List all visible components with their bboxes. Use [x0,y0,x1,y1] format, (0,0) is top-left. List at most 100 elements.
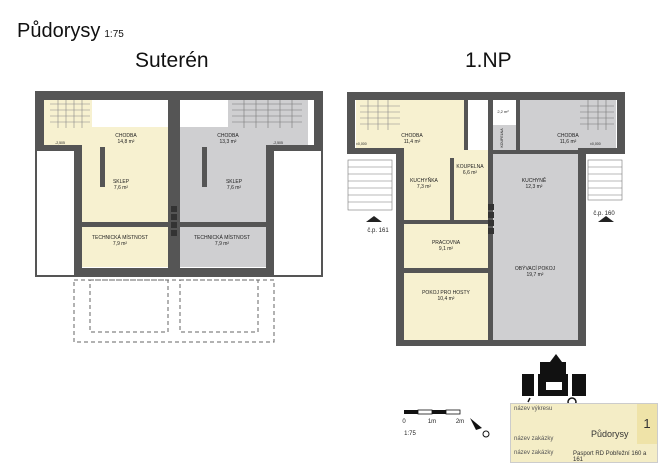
room-name-tech-right: TECHNICKÁ MÍSTNOST [194,234,250,241]
room-area-kuchynka: 7,3 m² [417,184,432,190]
room-area-koupelna: 6,6 m² [463,170,478,176]
basement-right-wall [314,92,322,146]
room-area-pokoj-hoste: 10,4 m² [438,296,455,302]
basement-wall-skep-left [100,147,105,187]
np-left-wall [347,92,355,150]
basement-stairs-right [232,100,302,128]
room-area-chodba-right: 13,3 m² [220,139,237,145]
section-title-basement: Suterén [135,49,209,72]
room-area-obyvaci: 19,7 m² [527,272,544,278]
room-name-chodba-right: CHODBA [217,133,239,139]
np-stairs-left [360,100,400,130]
level-mark-np-left: ±0,000 [356,142,367,146]
room-name-koupelna: KOUPELNA [456,164,484,170]
sheet-number: 1 [637,404,657,444]
np-wall-pracovna [404,268,488,273]
np-right-wall [617,92,625,150]
np-top-wall [347,92,625,100]
room-area-skep-left: 7,6 m² [114,185,129,191]
title-block-project-name: Pasport RD Pobřežní 160 a 161 [573,451,647,463]
entrance-arrow-left [366,216,382,222]
section-title-first-floor: 1.NP [465,49,512,72]
np-wall-nw [347,148,404,154]
room-name-pracovna: PRACOVNA [432,240,461,246]
np-wall-east [578,148,586,344]
np-wall-chodba-left [464,100,468,150]
title-block-label-project: název zakázky [514,436,554,442]
scale-bar: 0 1m 2m 1:75 [402,409,464,437]
basement-wall-right-split [180,222,266,227]
title-block: 1 název výkresu Půdorysy název zakázky n… [510,403,658,463]
np-wall-kuchyne [493,150,579,154]
room-area-chodba-left: 14,8 m² [118,139,135,145]
np-wall-koupelna [450,158,454,220]
basement-left-stair-fill [44,100,92,130]
room-name-np-chodba-left-area: 11,4 m² [404,139,421,145]
room-area-kuchyne: 12,3 m² [526,184,543,190]
room-name-np-chodba-right-area: 11,6 m² [560,139,577,145]
room-area-wc: 2,2 m² [497,109,509,114]
level-mark-basement-right: -2,505 [273,141,283,145]
room-name-np-chodba-right: CHODBA [557,133,579,139]
house-number-left: č.p. 161 [367,228,389,234]
basement-chodba-left-fill [44,127,170,147]
basement-wall-ne [266,145,322,151]
sheet-title-text: Půdorysy [17,20,101,42]
np-entrance-stairs-right [587,159,623,201]
basement-stairs-left [50,100,90,128]
basement-dashed-outline [73,279,275,343]
room-name-obyvaci: OBÝVACÍ POKOJ [515,265,556,272]
sheet-scale: 1:75 [104,29,124,40]
room-name-wc: KOUPELNA [500,128,504,148]
basement-left-wall [36,92,44,146]
scale-tick-1m: 1m [428,419,436,425]
np-wall-chodba-right [516,100,520,150]
room-name-np-chodba-left: CHODBA [401,133,423,139]
title-block-drawing-name: Půdorysy [591,429,629,439]
orientation-symbol [522,354,586,407]
north-arrow-icon [470,418,490,438]
room-name-kuchyne: KUCHYNĚ [522,176,547,184]
np-entrance-stairs-left [347,159,393,211]
room-name-kuchynka: KUCHYŇKA [410,177,438,184]
scale-tick-2m: 2m [456,419,464,425]
title-block-label-project-2: název zakázky [514,450,554,456]
entrance-arrow-right [598,216,614,222]
room-name-chodba-left: CHODBA [115,133,137,139]
basement-left-rooms-fill [82,147,170,267]
basement-chodba-right-fill [180,127,308,147]
np-chodba-right-fill [520,100,616,150]
room-area-tech-left: 7,9 m² [113,241,128,247]
basement-wall-skep-right [202,147,207,187]
house-number-right: č.p. 160 [593,211,615,217]
room-name-pokoj-hoste: POKOJ PRO HOSTY [422,290,470,296]
basement-wall-east [266,145,274,276]
basement-shafts [171,206,177,236]
basement-wall-west [74,145,82,276]
np-koupelna-fill [452,162,488,217]
basement-dashed-left [89,279,169,333]
room-name-skep-right: SKLEP [226,179,243,185]
np-wall-kuchynka [404,220,488,224]
np-chodba-left-fill [356,100,464,150]
basement-dashed-right [179,279,259,333]
title-block-label-drawing: název výkresu [514,406,553,412]
room-area-skep-right: 7,6 m² [227,185,242,191]
np-shafts [488,204,494,234]
basement-wall-left-split [82,222,168,227]
room-area-tech-right: 7,9 m² [215,241,230,247]
level-mark-basement-left: -2,505 [55,141,65,145]
room-name-tech-left: TECHNICKÁ MÍSTNOST [92,234,148,241]
level-mark-np-right: ±0,000 [590,142,601,146]
room-name-skep-left: SKLEP [113,179,130,185]
np-wall-ne [578,148,625,154]
basement-right-rooms-fill [180,147,266,267]
basement-top-wall [36,92,322,100]
np-right-rooms-fill [492,125,578,340]
basement-wall-nw [36,145,82,151]
room-area-pracovna: 9,1 m² [439,246,454,252]
basement-party-wall [168,100,180,276]
